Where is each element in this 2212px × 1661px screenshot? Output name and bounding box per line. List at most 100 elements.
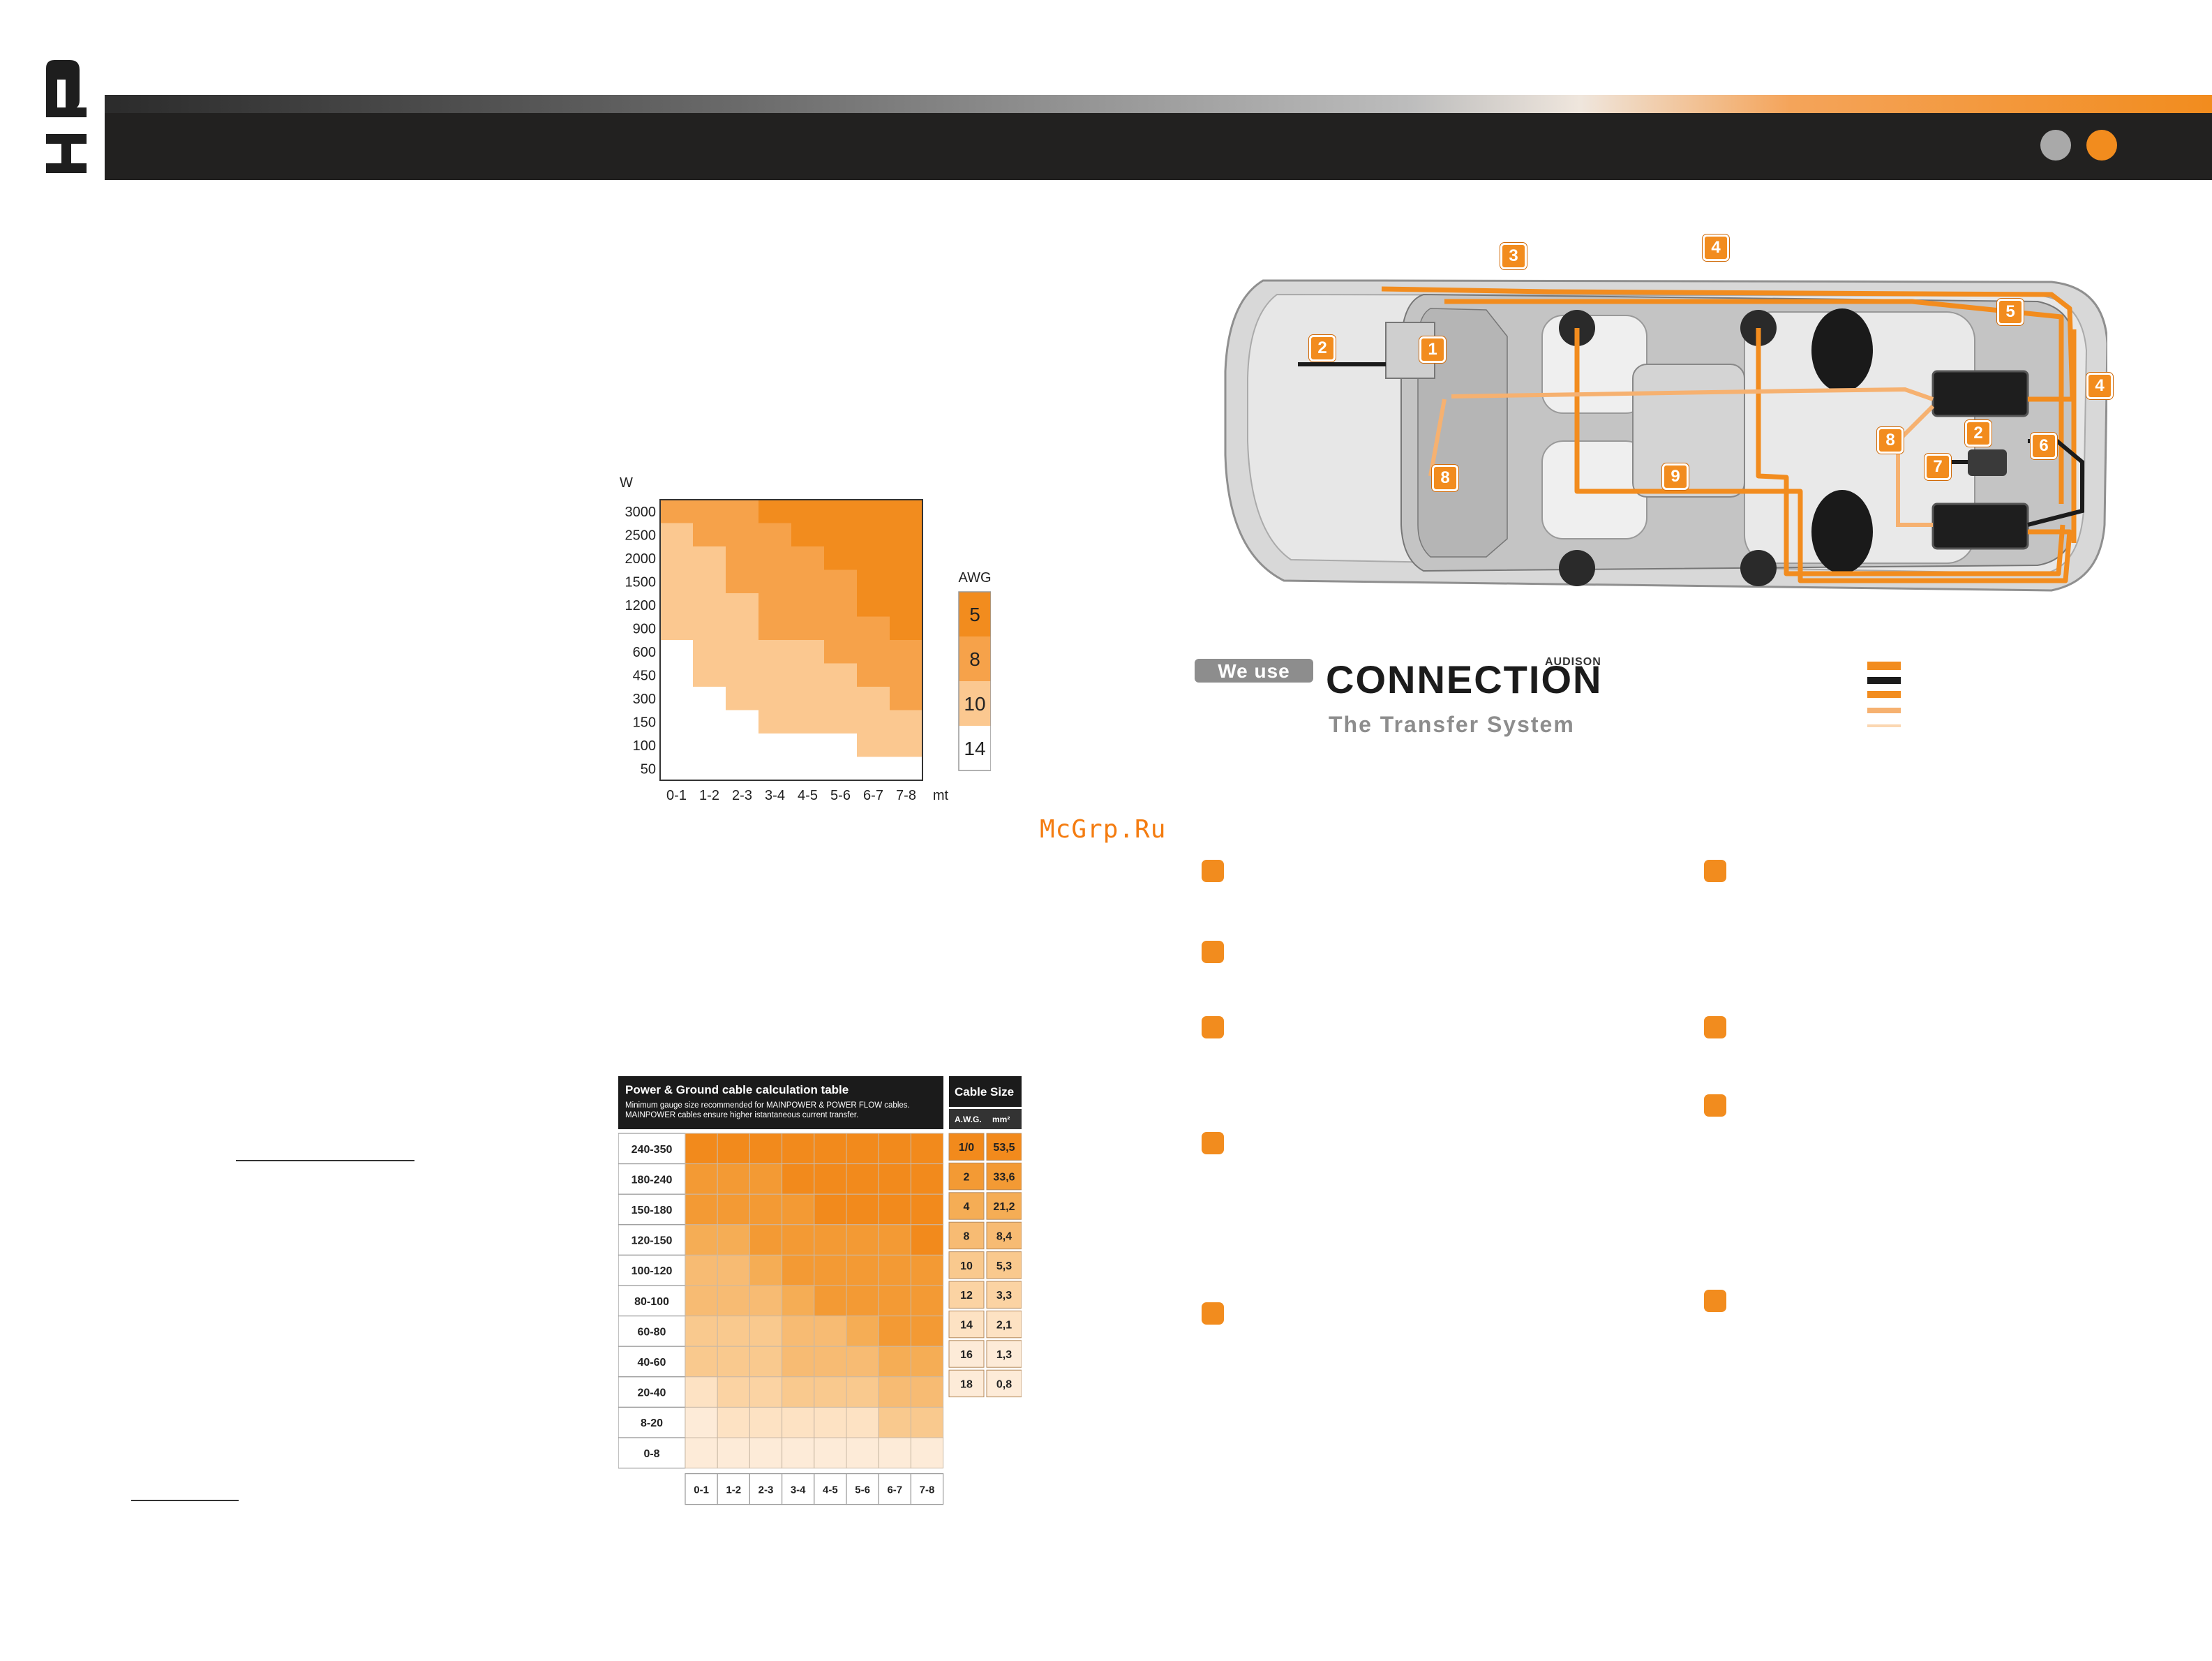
heat-cell <box>758 523 792 547</box>
table-cell <box>685 1316 718 1347</box>
heat-cell <box>758 546 792 570</box>
marker-6: 6 <box>2031 433 2057 459</box>
table-cell <box>878 1346 911 1378</box>
table-cell <box>814 1346 847 1378</box>
size-mm-label: 21,2 <box>993 1201 1015 1213</box>
row-header-label: 80-100 <box>634 1296 669 1308</box>
size-mm-cell <box>986 1162 1022 1191</box>
y-tick-label: 1500 <box>625 574 657 590</box>
table-cell <box>749 1193 783 1226</box>
cable-size-title-box: Cable Size <box>949 1076 1022 1107</box>
y-tick-label: 2500 <box>625 528 657 543</box>
legend-label: 8 <box>969 648 980 670</box>
heat-cell <box>824 616 858 641</box>
table-title: Power & Ground cable calculation table <box>625 1083 849 1096</box>
table-cell <box>910 1406 944 1438</box>
bullet-left-5 <box>1202 1302 1224 1325</box>
heat-cell <box>758 663 792 687</box>
heat-cell <box>660 640 694 664</box>
marker-4-right: 4 <box>2086 373 2113 399</box>
row-header-cell <box>618 1437 686 1469</box>
row-header-label: 150-180 <box>632 1205 673 1216</box>
table-cell <box>878 1406 911 1438</box>
heat-cell <box>824 523 858 547</box>
size-awg-cell <box>948 1251 985 1279</box>
size-mm-cell <box>986 1192 1022 1220</box>
table-cell <box>878 1285 911 1317</box>
heat-cell <box>660 616 694 641</box>
table-cell <box>782 1163 815 1195</box>
brand-logo: HP <box>45 59 89 181</box>
watermark: McGrp.Ru <box>1040 815 1167 844</box>
size-awg-label: 18 <box>960 1378 973 1390</box>
heat-cell <box>890 569 923 594</box>
table-cell <box>717 1285 750 1317</box>
y-tick-label: 600 <box>633 645 656 660</box>
table-cell <box>717 1316 750 1347</box>
we-use-badge: We use <box>1195 659 1313 683</box>
size-mm-cell <box>986 1251 1022 1279</box>
table-cell <box>749 1133 783 1165</box>
legend-line-2 <box>1867 677 1901 684</box>
marker-1: 1 <box>1419 336 1446 363</box>
header-dot-orange <box>2086 130 2117 161</box>
heat-cell <box>890 593 923 617</box>
row-header-label: 20-40 <box>638 1387 666 1399</box>
table-cell <box>846 1346 879 1378</box>
heat-cell <box>693 733 726 757</box>
legend-line-4 <box>1867 708 1901 713</box>
table-cell <box>814 1193 847 1226</box>
col-header-cell <box>814 1473 847 1505</box>
heat-cell <box>857 500 890 523</box>
table-cell <box>846 1163 879 1195</box>
table-cell <box>814 1316 847 1347</box>
heat-cell <box>791 546 825 570</box>
row-header-label: 100-120 <box>632 1265 673 1277</box>
heat-cell <box>726 569 759 594</box>
size-awg-label: 1/0 <box>959 1142 974 1154</box>
size-mm-label: 1,3 <box>996 1349 1012 1361</box>
table-cell <box>717 1346 750 1378</box>
table-cell <box>814 1285 847 1317</box>
heat-cell <box>660 593 694 617</box>
heat-cell <box>693 687 726 710</box>
heat-cell <box>693 500 726 523</box>
table-cell <box>782 1224 815 1256</box>
table-cell <box>846 1224 879 1256</box>
heat-cell <box>857 757 890 781</box>
bullet-right-1 <box>1704 860 1726 882</box>
marker-2-front: 2 <box>1309 335 1336 362</box>
col-header-label: 4-5 <box>823 1484 838 1496</box>
table-cell <box>749 1163 783 1195</box>
size-mm-label: 33,6 <box>993 1172 1015 1184</box>
row-header-label: 120-150 <box>632 1235 673 1247</box>
heat-cell <box>824 546 858 570</box>
col-header-label: 7-8 <box>920 1484 935 1496</box>
bullet-right-4 <box>1704 1290 1726 1312</box>
col-header-cell <box>910 1473 944 1505</box>
table-cell <box>717 1133 750 1165</box>
heat-cell <box>660 687 694 710</box>
table-cell <box>717 1224 750 1256</box>
table-cell <box>685 1254 718 1286</box>
bullet-left-1 <box>1202 860 1224 882</box>
heat-cell <box>890 663 923 687</box>
col-header-cell <box>878 1473 912 1505</box>
cable-size-title: Cable Size <box>955 1085 1015 1098</box>
table-cell <box>814 1224 847 1256</box>
size-mm-label: 53,5 <box>993 1142 1015 1154</box>
y-tick-label: 450 <box>633 668 656 683</box>
table-cell <box>846 1254 879 1286</box>
heat-cell <box>758 757 792 781</box>
table-cell <box>878 1254 911 1286</box>
col-header-label: 0-1 <box>694 1484 709 1496</box>
brand-tagline: The Transfer System <box>1329 712 1575 737</box>
heat-cell <box>791 500 825 523</box>
table-cell <box>685 1224 718 1256</box>
y-tick-label: 300 <box>633 692 656 707</box>
table-cell <box>910 1316 944 1347</box>
heat-cell <box>791 593 825 617</box>
heatmap-frame <box>659 499 923 781</box>
y-tick-label: 50 <box>641 761 656 777</box>
table-cell <box>878 1193 911 1226</box>
